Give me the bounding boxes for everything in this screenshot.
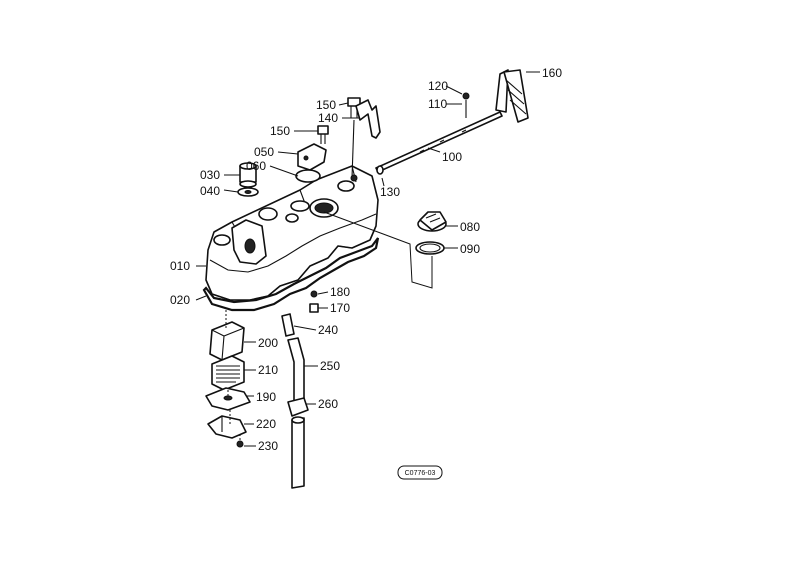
leader-lines bbox=[195, 71, 540, 447]
callout-140: 140 bbox=[318, 111, 338, 125]
callout-180: 180 bbox=[330, 285, 350, 299]
clamp bbox=[309, 303, 319, 313]
callout-120: 120 bbox=[428, 79, 448, 93]
callout-250: 250 bbox=[320, 359, 340, 373]
breather-hose bbox=[287, 337, 305, 403]
drawing-code-stamp: C0776-03 bbox=[397, 465, 443, 480]
callout-170: 170 bbox=[330, 301, 350, 315]
rocker-cover bbox=[205, 165, 379, 301]
callout-150-upper: 150 bbox=[316, 98, 336, 112]
hose bbox=[281, 313, 295, 337]
nut bbox=[462, 92, 470, 100]
callout-150-lower: 150 bbox=[270, 124, 290, 138]
cap-nut bbox=[239, 162, 257, 188]
bolt bbox=[317, 125, 329, 144]
gasket bbox=[202, 237, 380, 312]
callout-020: 020 bbox=[170, 293, 190, 307]
callout-060: 060 bbox=[246, 159, 266, 173]
callout-080: 080 bbox=[460, 220, 480, 234]
callout-010: 010 bbox=[170, 259, 190, 273]
callout-240: 240 bbox=[318, 323, 338, 337]
callout-210: 210 bbox=[258, 363, 278, 377]
callout-230: 230 bbox=[258, 439, 278, 453]
hose-clamp bbox=[287, 397, 309, 417]
bolt bbox=[236, 440, 244, 448]
drawing-code: C0776-03 bbox=[405, 470, 436, 477]
callout-160: 160 bbox=[542, 66, 562, 80]
callout-200: 200 bbox=[258, 336, 278, 350]
control-rod bbox=[375, 69, 529, 175]
callout-030: 030 bbox=[200, 168, 220, 182]
filter-element bbox=[211, 355, 245, 391]
callout-220: 220 bbox=[256, 417, 276, 431]
callout-100: 100 bbox=[442, 150, 462, 164]
callout-040: 040 bbox=[200, 184, 220, 198]
side-cover bbox=[295, 143, 327, 183]
callout-110: 110 bbox=[428, 97, 447, 111]
callout-190: 190 bbox=[256, 390, 276, 404]
callout-130: 130 bbox=[380, 185, 400, 199]
oil-filler-cap bbox=[417, 211, 447, 232]
clip bbox=[310, 290, 318, 298]
callout-090: 090 bbox=[460, 242, 480, 256]
separator-cover bbox=[209, 321, 245, 361]
bracket bbox=[355, 99, 381, 139]
callout-050: 050 bbox=[254, 145, 274, 159]
callout-260: 260 bbox=[318, 397, 338, 411]
tube bbox=[291, 417, 305, 489]
